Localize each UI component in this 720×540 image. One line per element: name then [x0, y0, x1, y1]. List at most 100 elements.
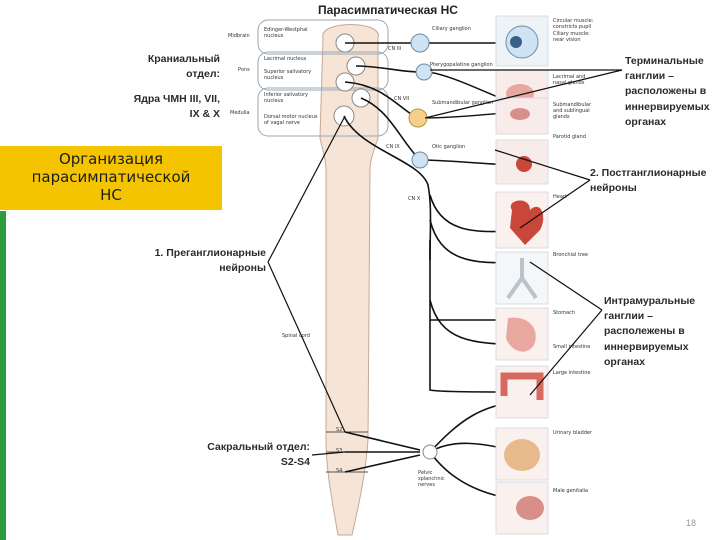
- intra-line-1: Интрамуральные: [604, 295, 696, 307]
- page-number: 18: [686, 518, 697, 528]
- pelvic-line-2: splanchnic: [418, 476, 445, 482]
- pterygopalatine-ganglion: [415, 63, 433, 81]
- fiber-sacral-s2: [344, 431, 421, 451]
- fiber-sacral-s4: [344, 454, 421, 473]
- post-pterygo: [427, 71, 506, 101]
- callout-post: [494, 149, 591, 181]
- pons-region: [257, 51, 389, 91]
- inf-salivatory-line-2: nucleus: [264, 98, 284, 104]
- page-title: Парасимпатическая НС: [318, 3, 458, 17]
- cn3-label: CN III: [388, 46, 402, 52]
- sup-salivatory-line-2: nucleus: [264, 75, 284, 81]
- ciliary-ganglion-label: Ciliary ganglion: [432, 26, 471, 32]
- s4-label: S4: [336, 468, 343, 474]
- eye-line-3: Ciliary muscle:: [553, 30, 590, 37]
- cranial-line-2: отдел:: [186, 68, 220, 81]
- genitalia-label: Male genitalia: [553, 488, 589, 494]
- inf-salivatory-line-1: Inferior salivatory: [264, 92, 309, 98]
- topic-line-1: Организация: [58, 150, 164, 168]
- submand-line-3: glands: [553, 114, 570, 120]
- callout-intra: [529, 261, 603, 311]
- term-line-1: Терминальные: [625, 55, 704, 67]
- intramural-ganglia-label: Интрамуральные ганглии – располежены в и…: [604, 294, 695, 370]
- pre-line-2: нейроны: [219, 262, 266, 275]
- topic-heading: Организация парасимпатической НС: [0, 150, 222, 204]
- heart-label: Heart: [553, 194, 567, 200]
- callout-sacral: [311, 451, 346, 456]
- term-line-2: ганглии –: [625, 70, 675, 83]
- callout-pre: [267, 115, 346, 263]
- term-line-4: иннервируемых: [625, 100, 710, 113]
- dorsal-motor-line-1: Dorsal motor nucleus: [264, 114, 318, 120]
- stomach-label: Stomach: [553, 310, 576, 316]
- cn10-label: CN X: [408, 196, 421, 202]
- otic-ganglion: [411, 151, 429, 169]
- sacral-line-1: Сакральный отдел:: [207, 441, 310, 453]
- topic-line-3: НС: [100, 186, 122, 204]
- nuclei-label: Ядра ЧМН III, VII, IX & X: [112, 92, 220, 122]
- intra-line-4: иннервируемых: [604, 340, 689, 353]
- edinger-line-1: Edinger-Westphal: [264, 27, 308, 33]
- lacrimal-line-2: nasal glands: [553, 80, 585, 86]
- inf-salivatory-label: Inferior salivatory nucleus: [264, 92, 308, 104]
- midbrain-region: [257, 19, 389, 55]
- medulla-label: Medulla: [230, 110, 250, 116]
- s2-label: S2: [336, 427, 343, 433]
- intra-line-3: располежены в: [604, 325, 685, 338]
- midbrain-label: Midbrain: [228, 33, 250, 39]
- callout-intra-2: [529, 309, 603, 396]
- callout-post-2: [519, 179, 591, 229]
- dorsal-motor-line-2: of vagal nerve: [264, 120, 300, 126]
- fiber-vagus: [343, 115, 432, 261]
- callout-pre-2: [267, 261, 346, 433]
- pelvic-nerves-label: Pelvic splanchnic nerves: [418, 470, 445, 488]
- sup-salivatory-label: Superior salivatory nucleus: [264, 69, 311, 81]
- eye-line-2: constricts pupil: [553, 24, 592, 31]
- postganglionic-label: 2. Постганглионарные нейроны: [590, 166, 706, 196]
- submand-gland-label: Submandibular and sublingual glands: [553, 102, 591, 120]
- small-intestine-label: Small intestine: [553, 344, 591, 350]
- cn9-label: CN IX: [386, 144, 400, 150]
- submandibular-ganglion: [408, 108, 428, 128]
- otic-ganglion-label: Otic ganglion: [432, 144, 466, 150]
- pterygopalatine-ganglion-label: Pterygopalatine ganglion: [430, 62, 493, 68]
- accent-bar: [0, 211, 6, 540]
- cranial-line-1: Краниальный: [147, 53, 220, 65]
- callout-terminal-2: [424, 69, 623, 119]
- cranial-label: Краниальный отдел:: [140, 52, 220, 82]
- nuclei-line-1: Ядра ЧМН III, VII,: [133, 93, 220, 105]
- cn7-label: CN VII: [394, 96, 410, 102]
- edinger-label: Edinger-Westphal nucleus: [264, 27, 308, 39]
- parotid-label: Parotid gland: [553, 134, 586, 140]
- nuclei-line-2: IX & X: [189, 108, 220, 121]
- bronchial-label: Bronchial tree: [553, 252, 589, 258]
- pelvic-line-1: Pelvic: [418, 470, 433, 476]
- term-line-3: расположены в: [625, 85, 707, 98]
- edinger-line-2: nucleus: [264, 33, 284, 39]
- submand-line-2: and sublingual: [553, 108, 590, 114]
- bladder-label: Urinary bladder: [553, 430, 593, 436]
- terminal-ganglia-label: Терминальные ганглии – расположены в инн…: [625, 54, 710, 130]
- intra-line-2: ганглии –: [604, 310, 654, 323]
- eye-line-1: Circular muscle:: [553, 18, 594, 24]
- ciliary-ganglion: [410, 33, 430, 53]
- topic-highlight-box: [0, 146, 222, 210]
- sup-salivatory-line-1: Superior salivatory: [264, 69, 312, 75]
- sacral-label: Сакральный отдел: S2-S4: [196, 440, 310, 470]
- eye-line-4: near vision: [553, 36, 581, 43]
- post-line-2: нейроны: [590, 182, 637, 195]
- lacrimal-line-1: Lacrimal and: [553, 74, 586, 80]
- pelvic-ganglion: [422, 444, 438, 460]
- lacrimal-nucleus-label: Lacrimal nucleus: [264, 56, 307, 62]
- submand-line-1: Submandibular: [553, 102, 592, 108]
- topic-line-2: парасимпатической: [31, 168, 191, 186]
- large-intestine-label: Large intestine: [553, 370, 591, 376]
- dorsal-motor-label: Dorsal motor nucleus of vagal nerve: [264, 114, 318, 126]
- post-line-1: 2. Постганглионарные: [590, 167, 707, 179]
- intra-line-5: органах: [604, 355, 646, 368]
- sacral-line-2: S2-S4: [280, 456, 310, 469]
- pelvic-line-3: nerves: [418, 482, 435, 488]
- eye-label: Circular muscle: constricts pupil Ciliar…: [553, 18, 593, 43]
- spinal-cord-label: Spinal cord: [282, 333, 310, 339]
